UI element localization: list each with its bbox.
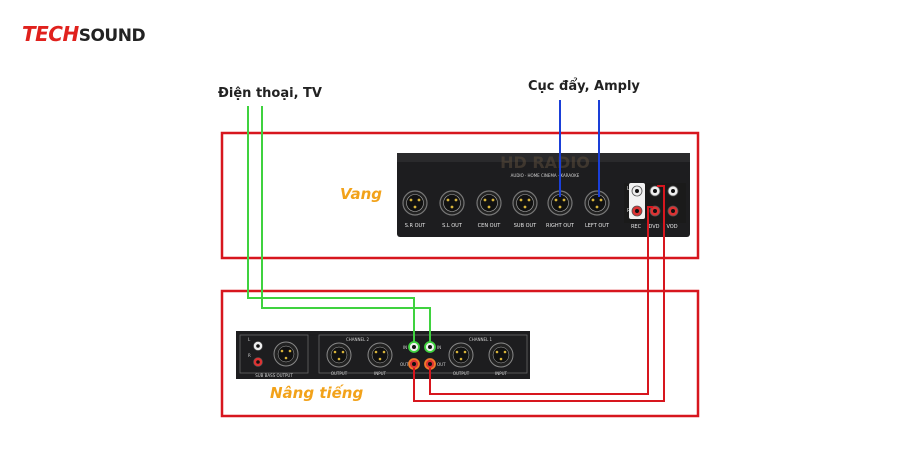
xlr-label-s-l-out: S.L OUT [442, 223, 463, 229]
nang-tieng-frame [220, 289, 700, 418]
booster-sub-rca-top[interactable] [253, 341, 263, 351]
booster-rear-panel: SUB BASS OUTPUT L R CHANNEL 2 CHANNEL 1 … [236, 331, 530, 379]
rca-label-dvd: DVD [648, 224, 659, 230]
xlr-right-out[interactable]: RIGHT OUT [546, 190, 575, 229]
booster-sub-rca-bottom[interactable] [253, 357, 263, 367]
ch2-output-label: OUTPUT [331, 371, 348, 376]
vang-brand: HD RADIO [500, 153, 590, 172]
channel1-label: CHANNEL 1 [469, 337, 493, 342]
booster-out-r-rca[interactable] [424, 358, 436, 370]
xlr-label-left-out: LEFT OUT [585, 223, 610, 229]
rca-dvd-l[interactable] [649, 185, 661, 197]
channel2-label: CHANNEL 2 [346, 337, 370, 342]
logo-tech-text: TECH [22, 22, 79, 46]
xlr-cen-out[interactable]: CEN OUT [476, 190, 502, 229]
rca-label-vod: VOD [666, 224, 677, 230]
ch1-output-xlr[interactable] [448, 342, 474, 368]
rca-rec-l[interactable] [631, 185, 643, 197]
source-label: Điện thoại, TV [218, 86, 322, 101]
sub-bass-output-label: SUB BASS OUTPUT [255, 373, 293, 378]
green-cable-right [261, 106, 431, 343]
xlr-sub-out[interactable]: SUB OUT [512, 190, 538, 229]
red-cable-outer [413, 185, 665, 402]
techsound-logo: TECHSOUND [22, 22, 146, 46]
vang-rear-panel: HD RADIO AUDIO · HOME CINEMA · KARAOKE S… [397, 153, 690, 237]
booster-in-l-rca[interactable] [408, 341, 420, 353]
rca-label-rec: REC [631, 224, 642, 230]
xlr-left-out[interactable]: LEFT OUT [584, 190, 610, 229]
logo-sound-text: SOUND [78, 26, 146, 46]
booster-out-label-left: OUT [400, 362, 409, 367]
booster-in-r-rca[interactable] [424, 341, 436, 353]
booster-sub-xlr[interactable] [273, 341, 299, 367]
vang-label: Vang [340, 185, 382, 203]
rca-side-l: L [627, 186, 630, 192]
ch2-input-xlr[interactable] [367, 342, 393, 368]
booster-r-label: R [248, 353, 251, 358]
xlr-s-l-out[interactable]: S.L OUT [439, 190, 465, 229]
rca-rec-r[interactable] [631, 205, 643, 217]
amp-label: Cục đẩy, Amply [528, 79, 640, 94]
xlr-label-cen-out: CEN OUT [478, 223, 502, 229]
rca-vod-r[interactable] [667, 205, 679, 217]
ch2-input-label: INPUT [374, 371, 387, 376]
xlr-label-right-out: RIGHT OUT [546, 223, 575, 229]
ch1-input-xlr[interactable] [488, 342, 514, 368]
ch2-output-xlr[interactable] [326, 342, 352, 368]
nang-tieng-label: Nâng tiếng [270, 384, 364, 402]
vang-frame [220, 131, 700, 260]
booster-out-label-right: OUT [437, 362, 446, 367]
red-cable-inner [429, 206, 653, 395]
booster-l-label: L [248, 337, 251, 342]
booster-out-l-rca[interactable] [408, 358, 420, 370]
vang-tagline: AUDIO · HOME CINEMA · KARAOKE [511, 173, 580, 178]
xlr-label-s-r-out: S.R OUT [405, 223, 426, 229]
ch1-input-label: INPUT [495, 371, 508, 376]
xlr-label-sub-out: SUB OUT [514, 223, 537, 229]
green-cable-left [247, 106, 415, 343]
booster-in-label-left: IN [403, 345, 407, 350]
rca-dvd-r[interactable] [649, 205, 661, 217]
ch1-output-label: OUTPUT [453, 371, 470, 376]
xlr-s-r-out[interactable]: S.R OUT [402, 190, 428, 229]
booster-in-label-right: IN [437, 345, 441, 350]
rca-vod-l[interactable] [667, 185, 679, 197]
